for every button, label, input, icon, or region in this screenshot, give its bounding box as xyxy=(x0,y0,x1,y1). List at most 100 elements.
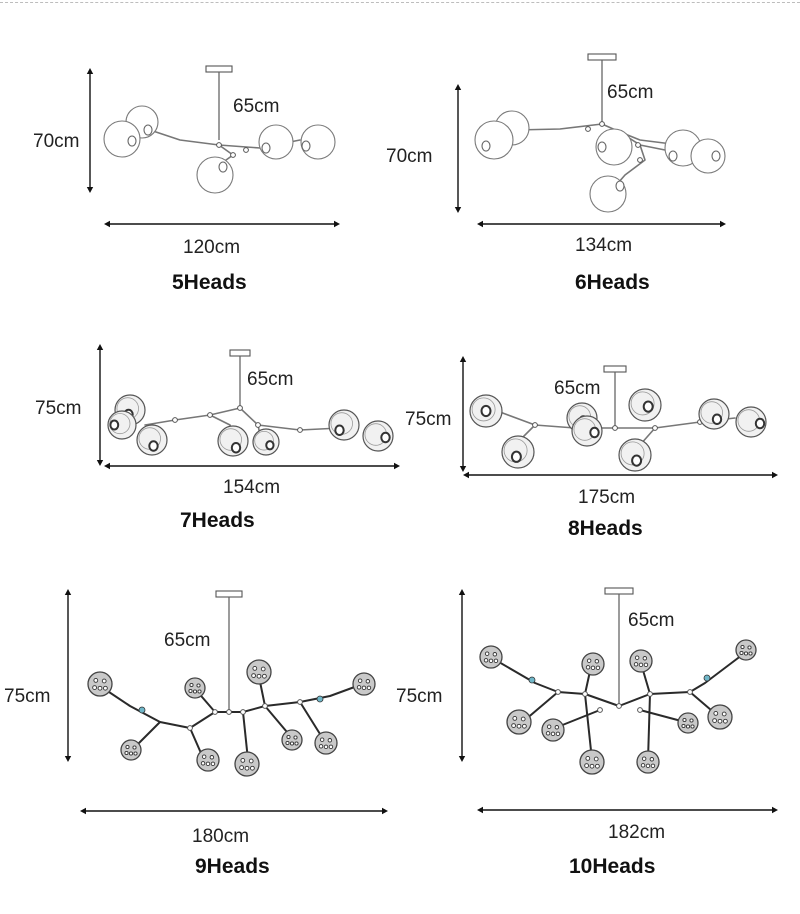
drop-label: 65cm xyxy=(554,378,601,399)
arrowhead xyxy=(64,756,72,762)
height-dimension-arrow xyxy=(458,589,466,762)
arrowhead xyxy=(96,344,104,350)
drop-label: 65cm xyxy=(607,82,654,103)
branch-joint xyxy=(297,427,303,433)
branch-joint xyxy=(637,707,643,713)
branch-joint xyxy=(230,152,236,158)
lamp-5-heads xyxy=(103,65,336,194)
branch-joint xyxy=(297,699,303,705)
arrowhead xyxy=(459,356,467,362)
height-dimension-arrow xyxy=(454,84,462,213)
branch-joint xyxy=(226,709,232,715)
glass-globe xyxy=(281,729,303,751)
branch-joint xyxy=(616,703,622,709)
accent-joint xyxy=(528,676,536,684)
arrowhead xyxy=(458,756,466,762)
width-dimension-arrow xyxy=(477,220,726,228)
arrowhead xyxy=(772,806,778,814)
glass-globe xyxy=(571,415,603,447)
branch-joint xyxy=(172,417,178,423)
lamp-10-heads xyxy=(479,587,757,775)
glass-globe xyxy=(328,409,360,441)
glass-globe xyxy=(352,672,376,696)
glass-globe xyxy=(707,704,733,730)
drop-label: 65cm xyxy=(233,96,280,117)
branch-joint xyxy=(582,691,588,697)
glass-globe xyxy=(735,639,757,661)
glass-globe xyxy=(120,739,142,761)
branch-joint xyxy=(187,725,193,731)
branch-joint xyxy=(262,703,268,709)
drop-label: 65cm xyxy=(164,630,211,651)
arrowhead xyxy=(459,466,467,472)
branch-joint xyxy=(597,707,603,713)
width-dimension-arrow xyxy=(477,806,778,814)
glass-globe xyxy=(184,677,206,699)
glass-globe xyxy=(677,712,699,734)
glass-globe xyxy=(698,398,730,430)
glass-globe xyxy=(595,128,633,166)
arrowhead xyxy=(772,471,778,479)
glass-globe xyxy=(479,645,503,669)
arrowhead xyxy=(382,807,388,815)
accent-joint xyxy=(316,695,324,703)
branch-arm xyxy=(647,693,651,761)
variant-title: 10Heads xyxy=(569,855,656,878)
branch-arm xyxy=(524,691,559,721)
arrowhead xyxy=(454,84,462,90)
variant-title: 5Heads xyxy=(172,271,247,294)
ceiling-canopy xyxy=(229,349,251,357)
glass-globe xyxy=(735,406,767,438)
height-label: 70cm xyxy=(33,131,80,152)
glass-globe xyxy=(618,438,652,472)
branch-joint xyxy=(555,689,561,695)
lamp-9-heads xyxy=(87,590,376,777)
accent-joint xyxy=(138,706,146,714)
branch-joint xyxy=(237,405,243,411)
glass-globe xyxy=(136,424,168,456)
arrowhead xyxy=(96,460,104,466)
width-label: 134cm xyxy=(575,235,633,256)
branch-joint xyxy=(652,425,658,431)
branch-joint xyxy=(255,422,261,428)
height-label: 75cm xyxy=(35,398,82,419)
width-label: 180cm xyxy=(192,826,250,847)
top-dashed-divider xyxy=(0,2,800,3)
branch-joint xyxy=(243,147,249,153)
glass-globe xyxy=(474,120,514,160)
arrowhead xyxy=(334,220,340,228)
glass-globe xyxy=(589,175,627,213)
variant-title: 8Heads xyxy=(568,517,643,540)
arrowhead xyxy=(454,207,462,213)
glass-globe xyxy=(581,652,605,676)
lamp-8-heads xyxy=(469,365,767,472)
glass-globe xyxy=(217,425,249,457)
width-dimension-arrow xyxy=(80,807,388,815)
width-label: 182cm xyxy=(608,822,666,843)
variant-title: 6Heads xyxy=(575,271,650,294)
ceiling-canopy xyxy=(604,587,634,595)
arrowhead xyxy=(477,806,483,814)
height-dimension-arrow xyxy=(64,589,72,762)
branch-joint xyxy=(637,157,643,163)
arrowhead xyxy=(64,589,72,595)
branch-joint xyxy=(207,412,213,418)
branch-joint xyxy=(612,425,618,431)
branch-arm xyxy=(584,693,593,761)
width-dimension-arrow xyxy=(463,471,778,479)
drop-label: 65cm xyxy=(628,610,675,631)
glass-globe xyxy=(107,410,137,440)
glass-globe xyxy=(252,428,280,456)
height-label: 70cm xyxy=(386,146,433,167)
glass-globe xyxy=(469,394,503,428)
branch-joint xyxy=(585,126,591,132)
branch-joint xyxy=(687,689,693,695)
arrowhead xyxy=(394,462,400,470)
branch-arm xyxy=(99,684,361,729)
branch-joint xyxy=(532,422,538,428)
glass-globe xyxy=(541,718,565,742)
arrowhead xyxy=(477,220,483,228)
ceiling-canopy xyxy=(587,53,617,61)
glass-globe xyxy=(629,649,653,673)
